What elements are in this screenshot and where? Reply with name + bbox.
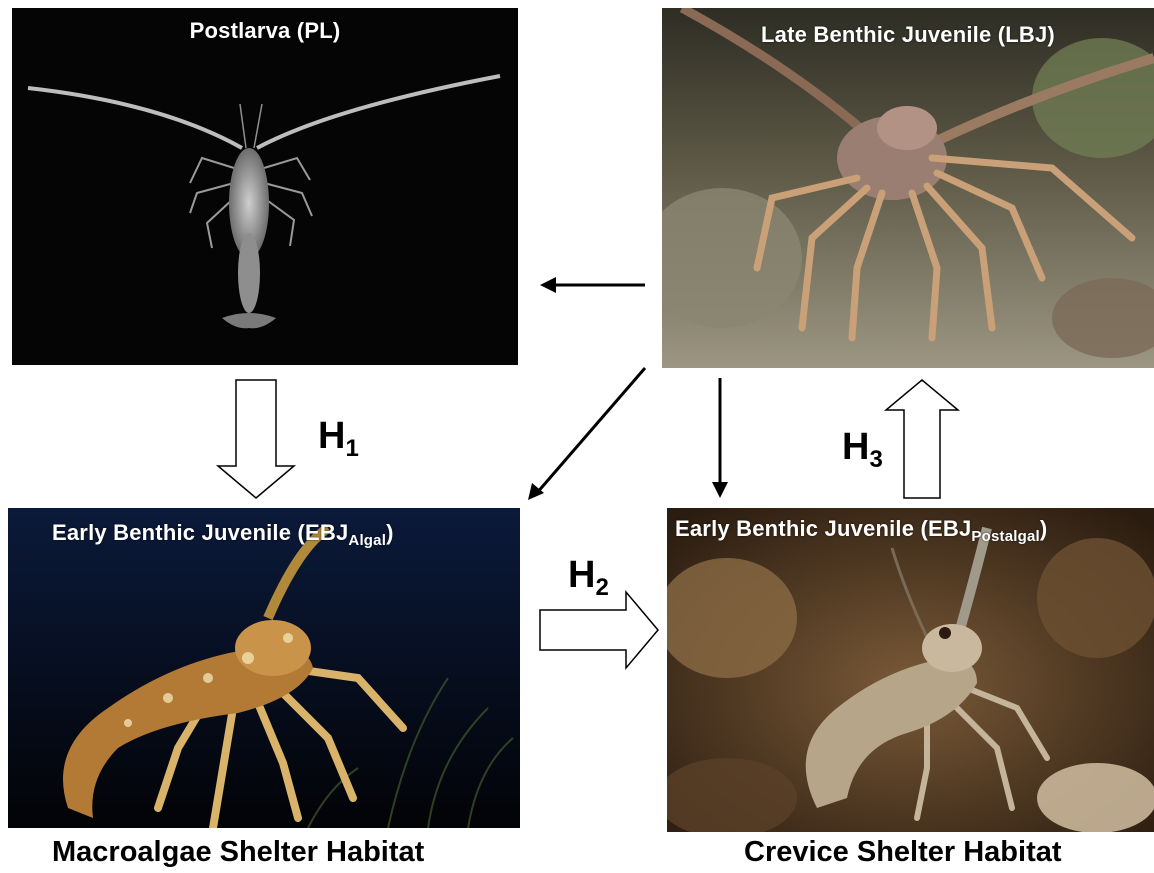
arrow-lbj-to-ebj-postalgal-head [712,482,728,498]
hypothesis-h2-label: H2 [568,554,609,597]
h3-letter: H [842,426,869,468]
h2-letter: H [568,554,595,596]
arrow-lbj-to-pl-head [540,277,556,293]
block-arrow-h1 [218,380,294,498]
block-arrow-h3 [886,380,958,498]
macroalgae-habitat-footer: Macroalgae Shelter Habitat [52,836,424,869]
h2-index: 2 [595,574,608,601]
h1-index: 1 [345,435,358,462]
arrow-lbj-to-ebj-algal [536,368,645,494]
block-arrow-h2 [540,592,658,668]
hypothesis-h3-label: H3 [842,426,883,469]
h1-letter: H [318,415,345,457]
h3-index: 3 [869,446,882,473]
crevice-habitat-footer: Crevice Shelter Habitat [744,836,1062,869]
hypothesis-h1-label: H1 [318,415,359,458]
